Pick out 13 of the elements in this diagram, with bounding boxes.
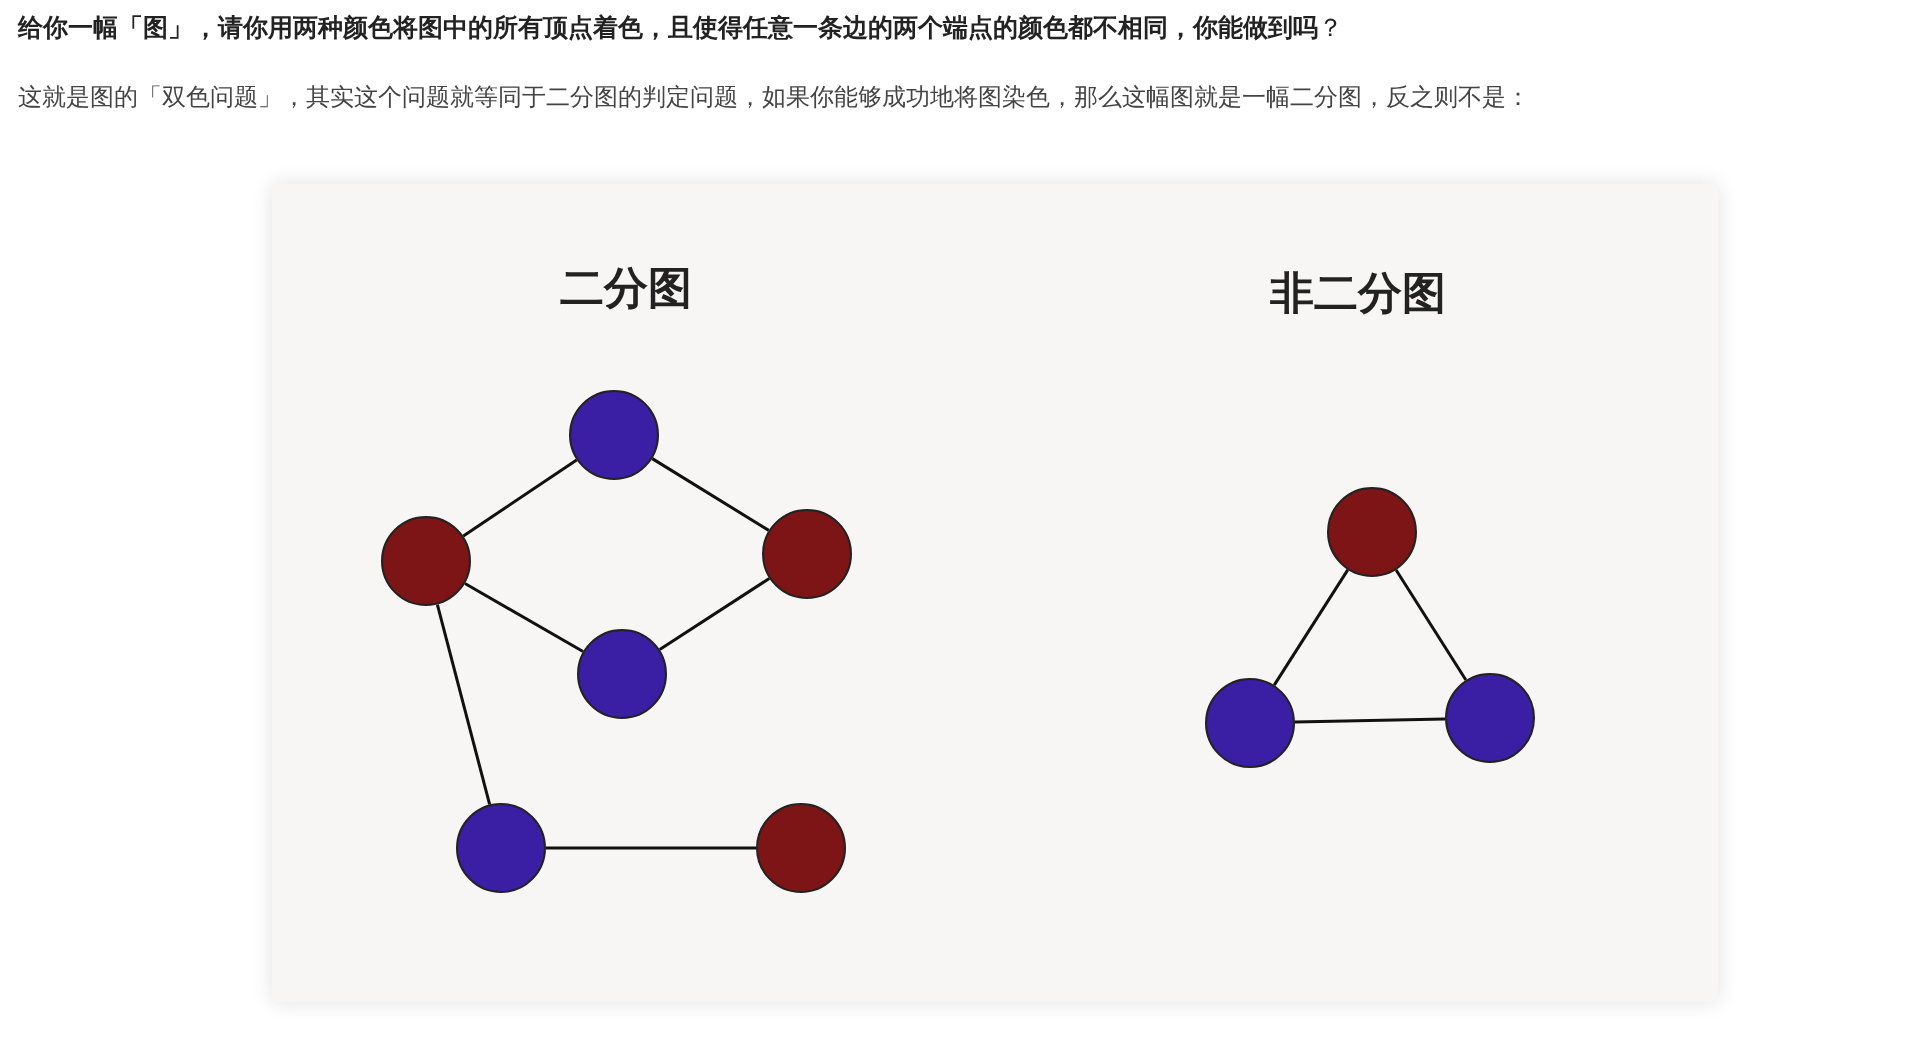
graph-edge <box>546 846 756 850</box>
graph-edge <box>435 604 492 805</box>
panel-heading: 非二分图 <box>1270 267 1446 319</box>
paragraph: 这就是图的「双色问题」，其实这个问题就等同于二分图的判定问题，如果你能够成功地将图染色，那么这幅图就是一幅二分图，反之则不是： <box>18 82 1530 112</box>
graph-edge <box>1394 569 1468 681</box>
graph-edge <box>1272 569 1350 686</box>
graph-edge <box>462 458 578 538</box>
graph-edge <box>464 582 584 653</box>
graph-edge <box>1294 717 1446 724</box>
panel-heading: 二分图 <box>560 262 692 314</box>
graph-edge <box>651 457 770 532</box>
graph-edge <box>658 577 771 651</box>
question-heading: 给你一幅「图」，请你用两种颜色将图中的所有顶点着色，且使得任意一条边的两个端点的颜色都不相同，你能做到吗？ <box>18 12 1343 42</box>
